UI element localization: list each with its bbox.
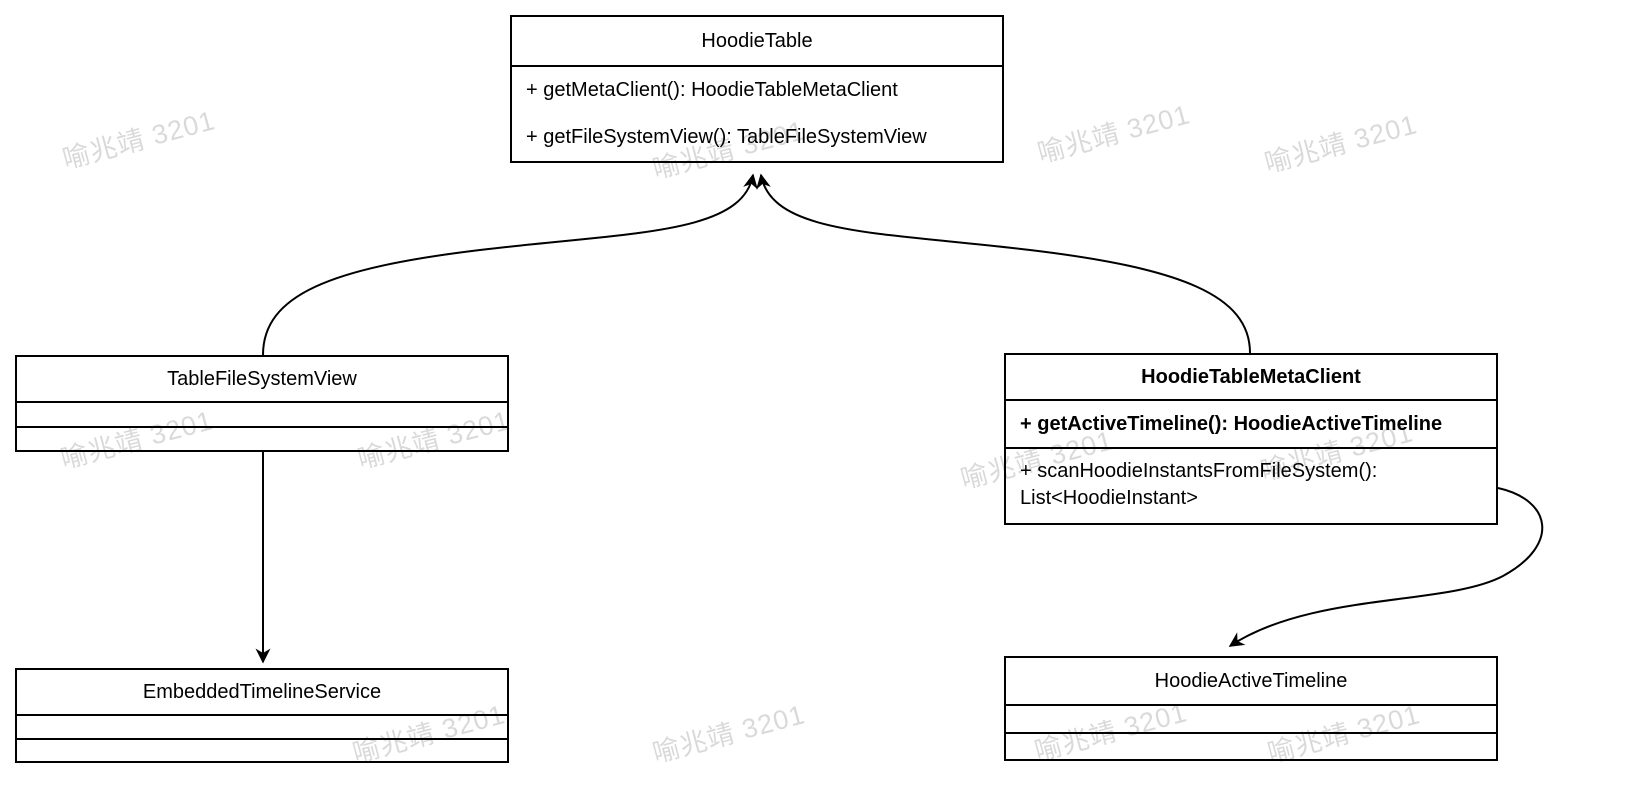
class-tablefilesystemview: TableFileSystemView — [15, 355, 509, 452]
class-title: HoodieActiveTimeline — [1006, 658, 1496, 706]
method-getfilesystemview: + getFileSystemView(): TableFileSystemVi… — [526, 126, 927, 148]
method-getactivetimeline: + getActiveTimeline(): HoodieActiveTimel… — [1006, 401, 1496, 449]
watermark-text: 喻兆靖 3201 — [59, 105, 219, 175]
watermark-text: 喻兆靖 3201 — [1261, 109, 1421, 179]
class-embeddedtimelineservice: EmbeddedTimelineService — [15, 668, 509, 763]
methods-compartment-empty — [1006, 734, 1496, 759]
class-title: TableFileSystemView — [17, 357, 507, 403]
attributes-compartment-empty — [17, 716, 507, 740]
class-title: EmbeddedTimelineService — [17, 670, 507, 716]
class-methods: + getMetaClient(): HoodieTableMetaClient… — [512, 67, 1002, 161]
class-hoodietable: HoodieTable + getMetaClient(): HoodieTab… — [510, 15, 1004, 163]
class-title: HoodieTable — [512, 17, 1002, 67]
methods-compartment-empty — [17, 740, 507, 761]
watermark-text: 喻兆靖 3201 — [649, 699, 809, 769]
watermark-text: 喻兆靖 3201 — [1034, 99, 1194, 169]
method-getmetaclient: + getMetaClient(): HoodieTableMetaClient — [526, 79, 898, 101]
attributes-compartment-empty — [17, 403, 507, 428]
arrow-hoodietablemetaclient-to-hoodietable — [756, 173, 1251, 354]
methods-compartment-empty — [17, 428, 507, 450]
class-title: HoodieTableMetaClient — [1006, 355, 1496, 401]
arrow-tablefilesystemview-to-hoodietable — [262, 173, 758, 356]
attributes-compartment-empty — [1006, 706, 1496, 734]
class-hoodieactivetimeline: HoodieActiveTimeline — [1004, 656, 1498, 761]
class-hoodietablemetaclient: HoodieTableMetaClient + getActiveTimelin… — [1004, 353, 1498, 525]
method-scanhoodieinstantsfromfilesystem: + scanHoodieInstantsFromFileSystem(): Li… — [1020, 460, 1378, 509]
